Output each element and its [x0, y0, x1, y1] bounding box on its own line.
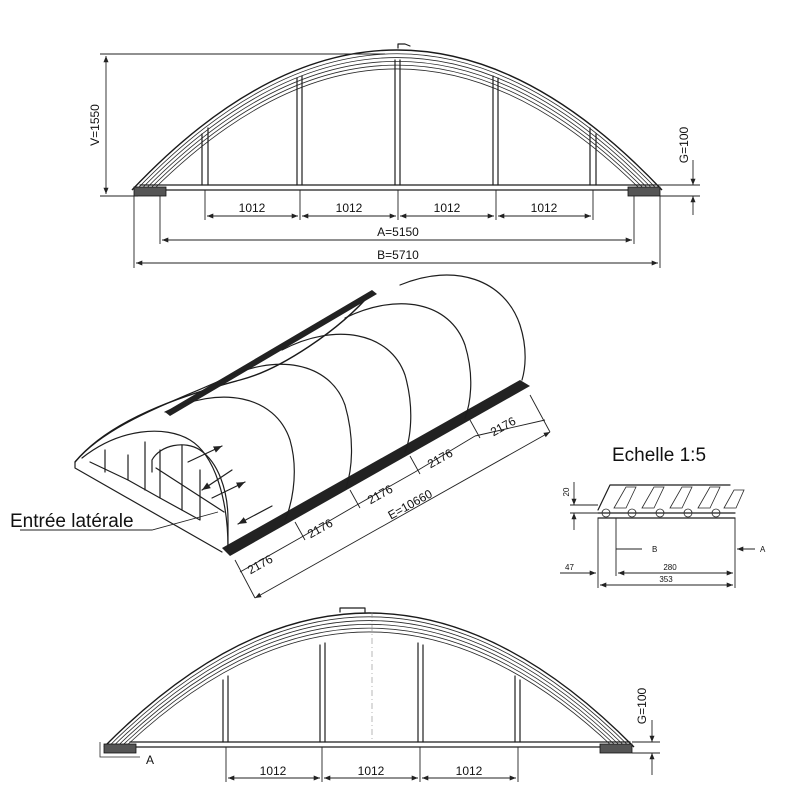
- detail-profiles: [601, 486, 745, 518]
- rear-bay-label-2: 1012: [358, 764, 385, 778]
- a-dim-label: A=5150: [377, 225, 419, 239]
- rear-arc-2: [107, 616, 631, 748]
- front-left-foot: [133, 186, 167, 197]
- scale-label: Echelle 1:5: [612, 445, 706, 466]
- detail-dim-47: 47: [565, 563, 574, 572]
- iso-left-ridge: [74, 291, 373, 463]
- rear-elevation-view: A G=100 1012 1012 1012: [99, 607, 660, 782]
- front-arc-2: [135, 53, 659, 191]
- iso-arrow-2: [201, 469, 233, 491]
- iso-arrow-3: [211, 481, 246, 499]
- iso-panel-arc-3: [281, 333, 412, 453]
- front-arc-profiles: [131, 49, 663, 191]
- rear-arc-1: [103, 612, 635, 748]
- bay-label-1: 1012: [239, 201, 266, 215]
- iso-ext-start: [234, 559, 256, 599]
- iso-ext-b1: [294, 521, 306, 541]
- rear-bay-label-3: 1012: [456, 764, 483, 778]
- detail-top-frame: [597, 484, 731, 511]
- rear-arc-5: [120, 627, 618, 748]
- detail-mark-b: B: [652, 545, 657, 554]
- front-arc-4: [144, 60, 650, 191]
- iso-side-door: [151, 444, 229, 549]
- rear-right-foot: [599, 743, 633, 754]
- bay-label-2: 1012: [336, 201, 363, 215]
- front-right-foot: [627, 186, 661, 197]
- iso-arrow-4: [237, 505, 273, 525]
- detail-mark-a: A: [760, 545, 766, 554]
- iso-panel-arc-5: [399, 274, 526, 381]
- detail-dim-280: 280: [663, 563, 677, 572]
- iso-gable-frame-1: [89, 454, 129, 481]
- rear-top-tab: [339, 607, 366, 613]
- iso-bay-label-5: 2176: [488, 414, 518, 439]
- rear-bay-label-1: 1012: [260, 764, 287, 778]
- entry-label: Entrée latérale: [10, 511, 134, 532]
- front-top-tab: [397, 43, 411, 49]
- iso-panel-arc-1: [164, 396, 295, 521]
- iso-panel-arc-4: [344, 303, 472, 419]
- rear-arc-4: [116, 623, 622, 748]
- bay-label-3: 1012: [434, 201, 461, 215]
- v-dim-label: V=1550: [88, 104, 102, 146]
- rear-left-foot: [103, 743, 137, 754]
- iso-arrow-1: [187, 445, 223, 463]
- profile-detail: Echelle 1:5 20 B A: [560, 445, 766, 588]
- iso-door-rail: [155, 467, 225, 513]
- iso-bay-label-4: 2176: [425, 446, 455, 471]
- rear-arc-3: [112, 620, 626, 748]
- front-arc-1: [131, 49, 663, 191]
- rear-foot-bracket: [99, 742, 140, 758]
- front-arc-5: [148, 64, 646, 191]
- rear-mark-a: A: [146, 753, 154, 767]
- entry-leader-line: [20, 511, 219, 531]
- detail-dim-353: 353: [659, 575, 673, 584]
- iso-ext-b3: [409, 455, 421, 475]
- iso-ext-b2: [349, 489, 361, 509]
- front-elevation-view: V=1550 G=100 1012 1012 1012 1012 A=5150 …: [88, 43, 700, 268]
- iso-front-arch-inner: [81, 430, 229, 549]
- rear-g-label: G=100: [635, 687, 649, 724]
- g-dim-label: G=100: [677, 126, 691, 163]
- detail-dim-20: 20: [562, 487, 571, 496]
- iso-gable-frame-3: [159, 469, 201, 521]
- iso-panel-arc-2: [221, 363, 353, 489]
- rear-arc-profiles: [103, 612, 635, 748]
- iso-ext-end: [529, 394, 551, 433]
- iso-rear-rail: [165, 290, 377, 416]
- bay-label-4: 1012: [531, 201, 558, 215]
- iso-bay-label-1: 2176: [245, 552, 275, 577]
- front-arc-3: [140, 57, 654, 191]
- iso-e-dim-line: [254, 431, 551, 599]
- isometric-view: 2176 2176 2176 2176 2176 E=10660 Entrée …: [10, 274, 551, 599]
- iso-gable-frame-2: [127, 449, 161, 499]
- front-arc-6: [152, 68, 642, 191]
- b-dim-label: B=5710: [377, 248, 419, 262]
- rear-arc-6: [124, 631, 614, 748]
